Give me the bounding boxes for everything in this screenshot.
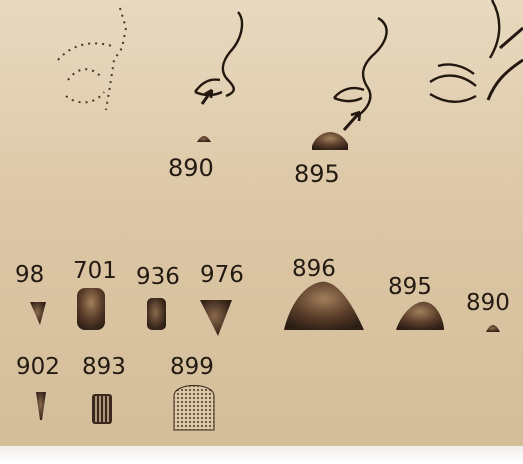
top-label-890: 890 [168, 156, 214, 180]
tool-label-890: 890 [466, 292, 510, 315]
tool-label-893: 893 [82, 356, 126, 379]
bottom-strip [0, 446, 523, 464]
tool-label-899: 899 [170, 356, 214, 379]
tool-label-976: 976 [200, 264, 244, 287]
tool-902-shape [36, 392, 46, 420]
tool-893-shape [92, 394, 112, 424]
tool-label-701: 701 [73, 260, 117, 283]
tool-label-936: 936 [136, 266, 180, 289]
diagram-2 [195, 12, 242, 104]
tool-label-98: 98 [15, 264, 44, 287]
cutout-895-top [312, 132, 348, 150]
tool-98-shape [30, 302, 46, 325]
tool-936-shape [147, 298, 166, 330]
tool-976-shape [200, 300, 232, 336]
tool-895-shape [396, 302, 444, 330]
top-label-895: 895 [294, 162, 340, 186]
tool-899-shape [174, 386, 214, 431]
diagram-4 [430, 0, 523, 102]
tool-label-902: 902 [16, 356, 60, 379]
tool-890-shape [486, 325, 500, 332]
diagram-1 [58, 8, 126, 110]
tool-label-896: 896 [292, 258, 336, 281]
cutout-890-top [197, 136, 211, 142]
diagram-3 [334, 18, 387, 130]
tool-label-895: 895 [388, 276, 432, 299]
tool-896-shape [284, 282, 364, 330]
tool-701-shape [77, 288, 105, 330]
